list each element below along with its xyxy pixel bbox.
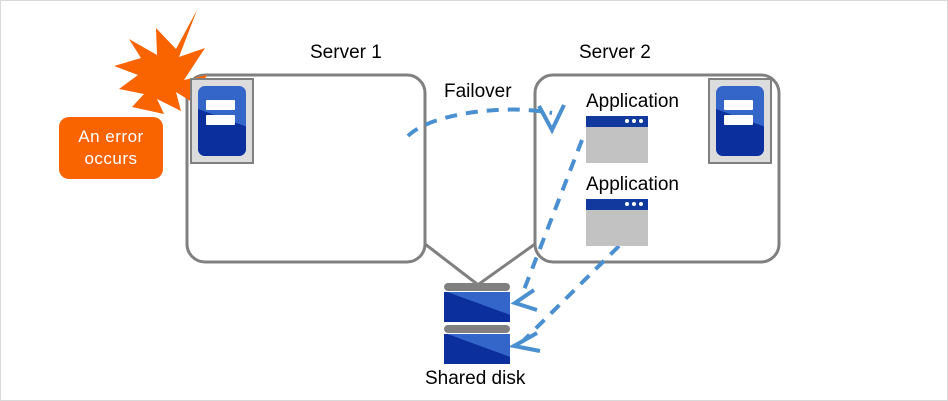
server-rack-body xyxy=(716,86,764,156)
failover-arrow xyxy=(406,107,553,138)
window-dot xyxy=(639,202,643,206)
app2-to-disk-arrowhead xyxy=(508,331,541,353)
error-badge-line2: occurs xyxy=(84,149,138,168)
window-controls-dots xyxy=(625,119,643,123)
app1-to-disk-arrowhead xyxy=(510,288,538,312)
error-badge: An error occurs xyxy=(59,117,163,179)
application-window-titlebar xyxy=(586,116,648,127)
server-rack-slot xyxy=(205,100,236,110)
shared-disk-label: Shared disk xyxy=(425,368,526,389)
app2-to-disk-arrow xyxy=(520,244,621,344)
app1-to-disk-arrow xyxy=(520,139,584,296)
disk-block-icon xyxy=(444,283,510,322)
server-rack-slot xyxy=(723,100,754,110)
disk-cap xyxy=(444,325,510,333)
lightning-burst-icon xyxy=(114,10,207,114)
server2-label: Server 2 xyxy=(579,42,651,63)
server-rack-icon xyxy=(190,78,254,164)
window-dot xyxy=(639,119,643,123)
server1-to-disk-line xyxy=(424,242,478,286)
window-dot xyxy=(625,119,629,123)
server2-to-disk-line xyxy=(478,242,536,286)
server-rack-slot xyxy=(723,115,754,126)
disk-cap xyxy=(444,283,510,291)
disk-block-icon xyxy=(444,325,510,364)
application1-label: Application xyxy=(586,91,679,112)
application-window-icon xyxy=(586,116,648,163)
window-dot xyxy=(625,202,629,206)
window-dot xyxy=(632,119,636,123)
disk-body xyxy=(444,292,510,322)
application-window-titlebar xyxy=(586,199,648,210)
server-rack-body xyxy=(198,86,246,156)
server1-label: Server 1 xyxy=(310,42,382,63)
server-rack-slot xyxy=(205,115,236,126)
server-rack-icon xyxy=(708,78,772,164)
failover-label: Failover xyxy=(444,81,512,102)
failover-arrowhead xyxy=(537,104,566,135)
window-controls-dots xyxy=(625,202,643,206)
error-badge-line1: An error xyxy=(78,127,144,146)
disk-body xyxy=(444,334,510,364)
window-dot xyxy=(632,202,636,206)
application-window-icon xyxy=(586,199,648,246)
application2-label: Application xyxy=(586,174,679,195)
